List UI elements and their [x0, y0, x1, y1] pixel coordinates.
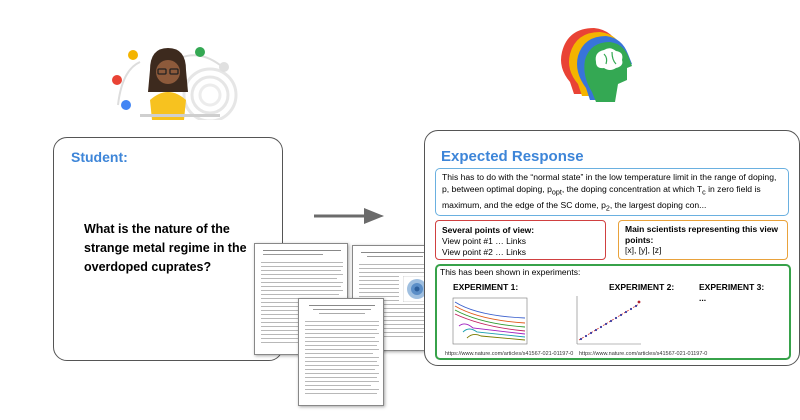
answer-subscript: 2 — [605, 204, 610, 213]
view-point-item: View point #1 … Links — [442, 236, 526, 246]
views-box: Several points of view: View point #1 … … — [435, 220, 606, 260]
views-title: Several points of view: — [442, 225, 535, 235]
student-question: What is the nature of the strange metal … — [84, 222, 247, 274]
experiment-1-url[interactable]: https://www.nature.com/articles/s41567-0… — [445, 351, 574, 357]
response-card: Expected Response This has to do with th… — [424, 130, 800, 366]
paper-thumbnail — [298, 298, 384, 406]
experiment-2-url[interactable]: https://www.nature.com/articles/s41567-0… — [579, 351, 708, 357]
experiments-intro: This has been shown in experiments: — [440, 267, 581, 277]
experiment-1-title: EXPERIMENT 1: — [453, 282, 519, 292]
arrow-right-icon — [314, 206, 386, 226]
experiment-1-plot — [447, 296, 529, 348]
answer-text: , the doping concentration at which T — [561, 184, 703, 194]
answer-subscript: opt — [551, 188, 562, 197]
brain-profiles-icon — [552, 22, 636, 106]
scientists-box: Main scientists representing this view p… — [618, 220, 788, 260]
student-card: Student: What is the nature of the stran… — [53, 137, 283, 361]
view-point-item: View point #2 … Links — [442, 247, 526, 257]
experiments-box: This has been shown in experiments: EXPE… — [435, 264, 791, 360]
answer-subscript: c — [702, 188, 706, 197]
student-avatar-icon — [100, 40, 245, 123]
experiment-3-title: EXPERIMENT 3: — [699, 282, 765, 292]
answer-box: This has to do with the “normal state” i… — [435, 168, 789, 216]
answer-text: , the largest doping con... — [609, 199, 707, 210]
answer-text: in zero field is maximum, and the edge o… — [442, 184, 761, 210]
answer-text: This has to do with the “normal state” i… — [442, 172, 777, 194]
scientists-title: Main scientists representing this view p… — [625, 224, 779, 245]
response-title: Expected Response — [441, 148, 584, 165]
student-title: Student: — [71, 149, 128, 165]
experiment-3-more: ... — [699, 293, 707, 303]
scientists-list: [x], [y], [z] — [625, 245, 662, 255]
experiment-2-plot — [569, 292, 645, 350]
experiment-2-title: EXPERIMENT 2: — [609, 282, 675, 292]
